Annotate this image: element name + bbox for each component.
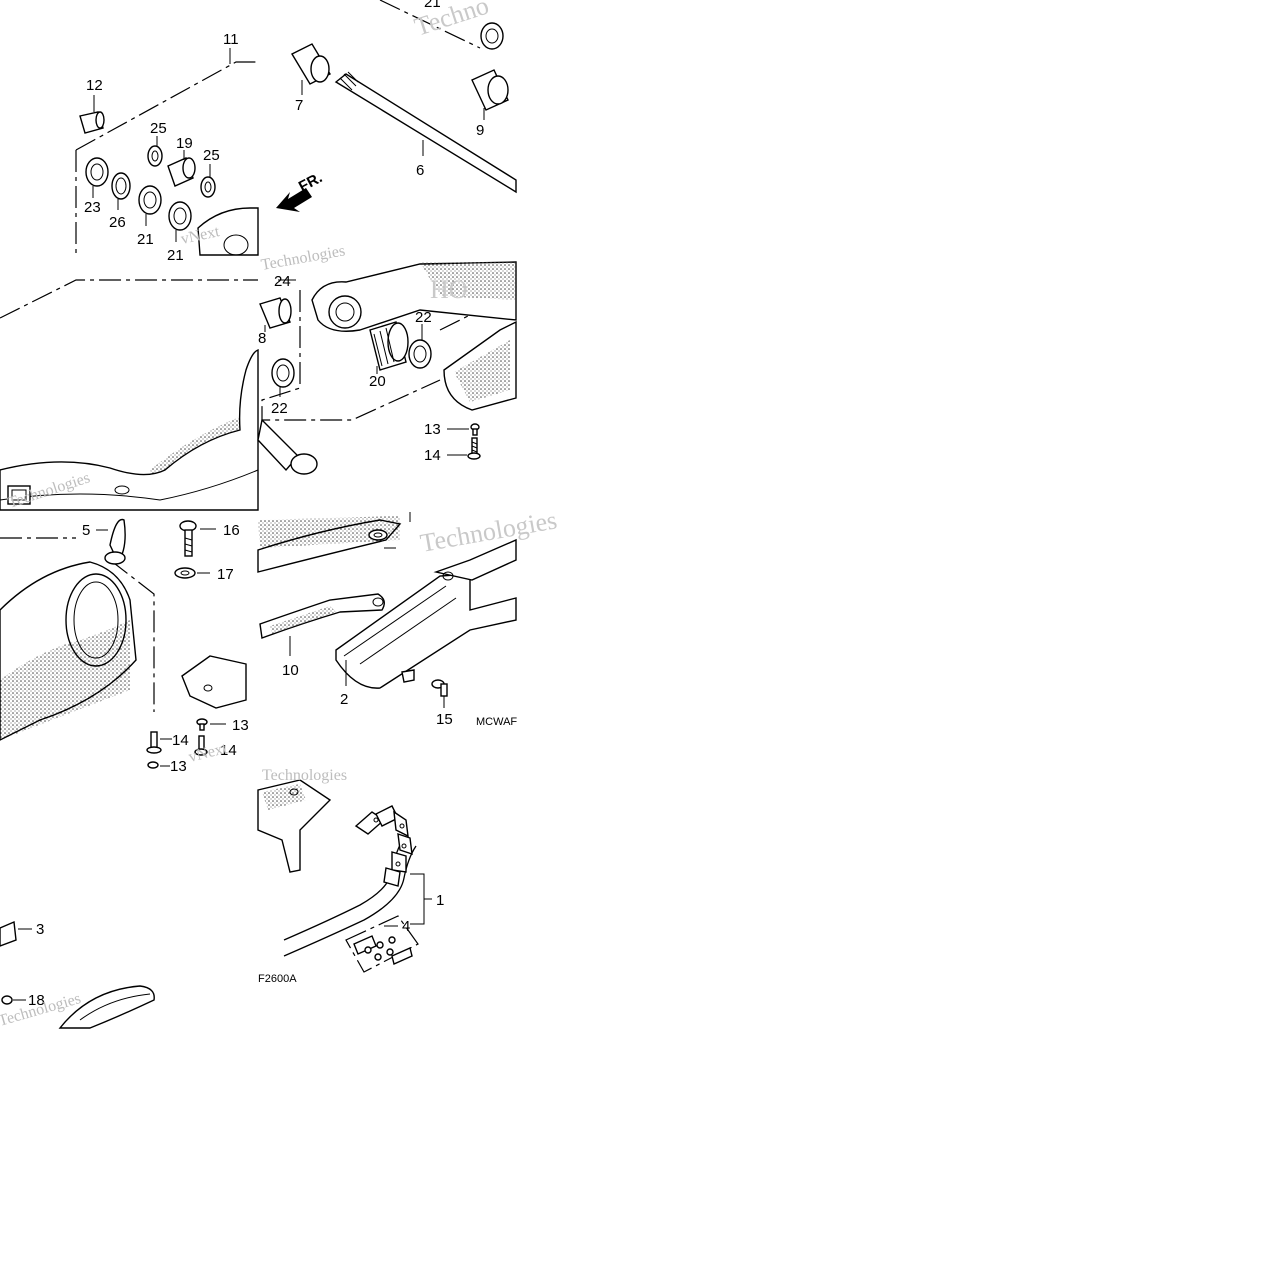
label-24: 24 bbox=[274, 273, 291, 290]
label-5: 5 bbox=[82, 522, 90, 539]
master-link-4 bbox=[345, 915, 419, 973]
label-15: 15 bbox=[436, 711, 453, 728]
tile-lower-left: 3 18 Technologies bbox=[0, 920, 155, 1030]
bolt-13-c bbox=[147, 761, 159, 769]
seal-22-b bbox=[408, 339, 432, 369]
label-19: 19 bbox=[176, 135, 193, 152]
tile-needle-bearing: HO 24 8 22 20 22 bbox=[257, 242, 517, 475]
label-13-c: 13 bbox=[170, 758, 187, 775]
label-14-b: 14 bbox=[172, 732, 189, 749]
label-7: 7 bbox=[295, 97, 303, 114]
label-6: 6 bbox=[416, 162, 424, 179]
label-23: 23 bbox=[84, 199, 101, 216]
collar-12 bbox=[79, 111, 105, 134]
bolt-14-c bbox=[194, 735, 208, 756]
clip-5 bbox=[104, 518, 126, 565]
seal-25-b bbox=[200, 176, 216, 198]
label-25-b: 25 bbox=[203, 147, 220, 164]
label-18: 18 bbox=[28, 992, 45, 1009]
circlip-26 bbox=[111, 172, 131, 200]
label-3: 3 bbox=[36, 921, 44, 938]
tile-chain-case: 5 16 17 13 14 bbox=[0, 518, 249, 775]
label-13-b: 13 bbox=[232, 717, 249, 734]
label-22-a: 22 bbox=[271, 400, 288, 417]
tile-chain-guard: 10 2 15 MCWAF Technologies bbox=[257, 505, 559, 728]
label-10: 10 bbox=[282, 662, 299, 679]
bolt-15 bbox=[431, 679, 448, 697]
label-4: 4 bbox=[402, 918, 410, 935]
watermark-oem: HO bbox=[430, 275, 468, 304]
seal-23 bbox=[85, 157, 109, 187]
code-mid: MCWAF bbox=[476, 716, 517, 728]
chain-loop bbox=[283, 805, 417, 957]
bolt-13-a bbox=[470, 423, 480, 436]
label-16: 16 bbox=[223, 522, 240, 539]
code-bottom: F2600A bbox=[258, 973, 297, 985]
washer-17 bbox=[174, 567, 196, 579]
collar-19 bbox=[167, 157, 196, 187]
label-21-b: 21 bbox=[167, 247, 184, 264]
seal-22-a bbox=[271, 358, 295, 388]
bearing-21-a bbox=[138, 185, 162, 215]
tile-pivot-shaft: 21 7 6 9 FR. Techno bbox=[276, 0, 517, 212]
chain-slider-10 bbox=[259, 593, 385, 639]
watermark-brand-2-e: Technologies bbox=[262, 767, 347, 784]
label-9: 9 bbox=[476, 122, 484, 139]
bolt-13-b bbox=[196, 718, 208, 731]
bearing-21-c bbox=[480, 22, 504, 50]
collar-7 bbox=[291, 43, 331, 85]
watermark-brand-1-b: vNext bbox=[187, 740, 230, 766]
tile-bearing-group: 11 12 23 26 21 21 bbox=[75, 31, 259, 264]
label-17: 17 bbox=[217, 566, 234, 583]
pivot-shaft-6 bbox=[334, 71, 517, 194]
bearing-21-b bbox=[168, 201, 192, 231]
label-21-a: 21 bbox=[137, 231, 154, 248]
label-2: 2 bbox=[340, 691, 348, 708]
bolt-14-b bbox=[146, 731, 162, 754]
tile-swingarm: Technologies bbox=[0, 279, 259, 512]
tile-drive-chain: 1 4 F2600A Technologies bbox=[257, 767, 444, 985]
bolt-14-a bbox=[467, 437, 481, 460]
collar-9 bbox=[471, 69, 509, 111]
label-8: 8 bbox=[258, 330, 266, 347]
chain-guard-2 bbox=[335, 538, 517, 689]
needle-bearing-20 bbox=[369, 321, 409, 371]
label-22-b: 22 bbox=[415, 309, 432, 326]
seal-25-a bbox=[147, 145, 163, 167]
label-25-a: 25 bbox=[150, 120, 167, 137]
label-1: 1 bbox=[436, 892, 444, 909]
label-20: 20 bbox=[369, 373, 386, 390]
bolt-16 bbox=[179, 520, 197, 557]
label-21-c: 21 bbox=[424, 0, 441, 11]
bolt-18 bbox=[1, 995, 13, 1005]
front-direction-arrow: FR. bbox=[276, 169, 325, 212]
watermark-brand-2-b: Technologies bbox=[260, 242, 347, 274]
label-13-a: 13 bbox=[424, 421, 441, 438]
label-26: 26 bbox=[109, 214, 126, 231]
label-14-c: 14 bbox=[220, 742, 237, 759]
watermark-brand-2-c: Technologies bbox=[418, 505, 559, 558]
label-14-a: 14 bbox=[424, 447, 441, 464]
label-12: 12 bbox=[86, 77, 103, 94]
label-11: 11 bbox=[223, 31, 239, 48]
collar-8 bbox=[259, 297, 292, 329]
